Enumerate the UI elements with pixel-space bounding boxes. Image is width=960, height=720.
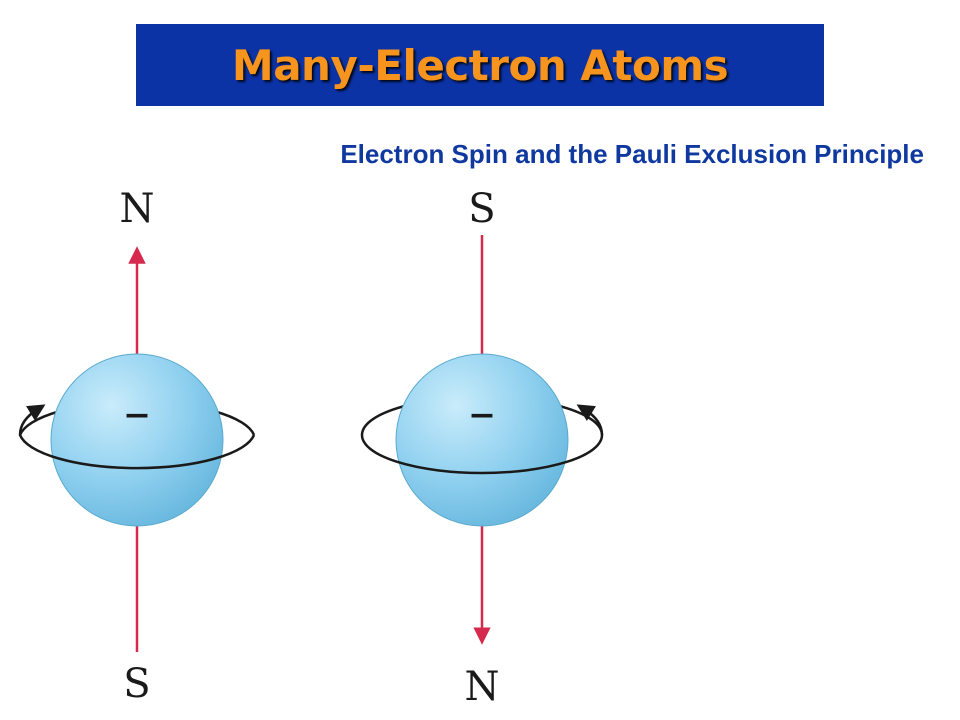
electron-spin-down: S – N <box>360 186 604 710</box>
page-title: Many-Electron Atoms <box>231 40 729 90</box>
negative-charge: – <box>469 383 495 443</box>
bottom-pole-label: N <box>465 664 500 710</box>
electron-sphere <box>395 353 569 527</box>
electron-spin-up: N – S <box>18 186 256 707</box>
electron-sphere <box>50 353 224 527</box>
title-banner: Many-Electron Atoms <box>136 24 824 106</box>
negative-charge: – <box>124 383 150 443</box>
bottom-pole-label: S <box>123 661 150 707</box>
spin-arrow-counterclockwise <box>18 404 256 470</box>
spin-arrow-clockwise <box>360 404 604 475</box>
subtitle: Electron Spin and the Pauli Exclusion Pr… <box>340 139 924 169</box>
top-pole-label: N <box>120 186 155 232</box>
top-pole-label: S <box>468 186 495 232</box>
